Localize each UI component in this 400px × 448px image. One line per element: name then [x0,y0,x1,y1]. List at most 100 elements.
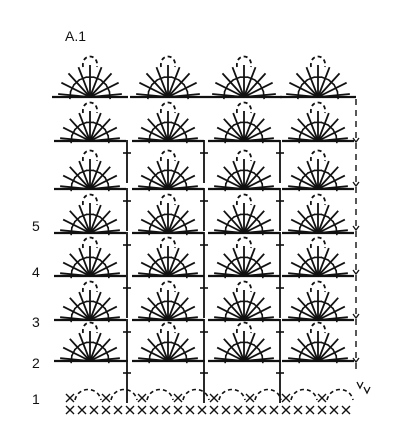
treble-crossbar [151,123,159,131]
treble-crossbar [227,79,235,86]
treble-crossbar [73,302,81,310]
treble-crossbar [327,123,335,131]
treble-crossbar [104,176,110,185]
single-crochet-x [293,405,303,415]
single-crochet-x [173,393,183,403]
treble-crossbar [298,270,301,279]
row-label-5: 5 [32,218,40,234]
treble-crossbar [327,258,335,266]
treble-spoke [243,338,265,362]
chain-loop [82,55,98,68]
treble-crossbar [301,302,309,310]
treble-crossbar [92,213,101,218]
repeat-indicator [352,99,360,372]
treble-crossbar [99,215,107,223]
treble-spoke [232,332,245,362]
fan-motif [282,149,354,192]
treble-spoke [214,229,245,234]
treble-crossbar [246,256,255,261]
treble-crossbar [99,171,107,179]
treble-spoke [214,357,245,362]
treble-spoke [138,229,169,234]
treble-crossbar [224,176,230,185]
treble-crossbar [185,270,188,279]
treble-spoke [288,137,319,142]
treble-spoke [317,185,348,190]
treble-crossbar [224,355,227,364]
treble-spoke [297,210,319,234]
foundation-chain-arc [182,388,210,401]
treble-spoke [232,160,245,190]
treble-crossbar [223,84,229,93]
treble-spoke [317,316,348,321]
treble-crossbar [224,227,227,236]
chain-loop [310,236,326,249]
v-mark [352,269,360,276]
treble-crossbar [298,307,304,316]
chart-title: A.1 [65,28,86,44]
treble-crossbar [177,79,185,86]
treble-spoke [317,357,348,362]
treble-crossbar [298,355,301,364]
single-crochet-x [257,405,267,415]
treble-crossbar [332,220,338,229]
treble-spoke [78,160,91,190]
treble-spoke [89,346,118,362]
treble-spoke [156,204,169,234]
treble-spoke [147,166,169,190]
treble-spoke [290,126,319,142]
treble-spoke [243,297,265,321]
treble-spoke [243,204,256,234]
treble-crossbar [185,227,188,236]
treble-crossbar [151,171,159,179]
treble-spoke [214,185,245,190]
treble-crossbar [170,121,179,126]
treble-crossbar [298,135,301,144]
treble-spoke [216,346,245,362]
treble-crossbar [93,76,102,81]
treble-spoke [167,72,191,98]
treble-crossbar [298,227,301,236]
foundation-chain-arc [146,388,174,401]
treble-spoke [60,81,91,98]
chain-loop [310,55,326,68]
treble-spoke [147,210,169,234]
treble-crossbar [298,263,304,272]
treble-crossbar [321,76,330,81]
treble-spoke [306,204,319,234]
fan-motif [132,149,204,192]
treble-spoke [140,218,169,234]
single-crochet-x [341,405,351,415]
chain-loop [236,280,252,293]
treble-spoke [89,210,111,234]
treble-crossbar [107,135,110,144]
treble-spoke [167,204,180,234]
treble-spoke [216,218,245,234]
treble-crossbar [70,355,73,364]
treble-spoke [216,174,245,190]
treble-spoke [231,66,245,98]
fan-motif [208,101,280,144]
treble-crossbar [177,302,185,310]
treble-crossbar [79,213,88,218]
treble-crossbar [261,355,264,364]
treble-crossbar [327,302,335,310]
fan-motif [282,280,354,323]
treble-crossbar [105,84,111,93]
treble-crossbar [258,307,264,316]
treble-spoke [317,261,346,277]
treble-spoke [243,253,265,277]
fan-motif [132,193,204,236]
treble-spoke [317,338,339,362]
treble-spoke [317,174,346,190]
fan-grid [52,55,356,364]
treble-spoke [317,126,346,142]
treble-crossbar [253,343,261,351]
single-crochet-x [281,393,291,403]
treble-crossbar [227,215,235,223]
fan-motif [54,193,126,236]
treble-spoke [62,218,91,234]
treble-spoke [223,166,245,190]
treble-spoke [78,112,91,142]
treble-spoke [147,297,169,321]
